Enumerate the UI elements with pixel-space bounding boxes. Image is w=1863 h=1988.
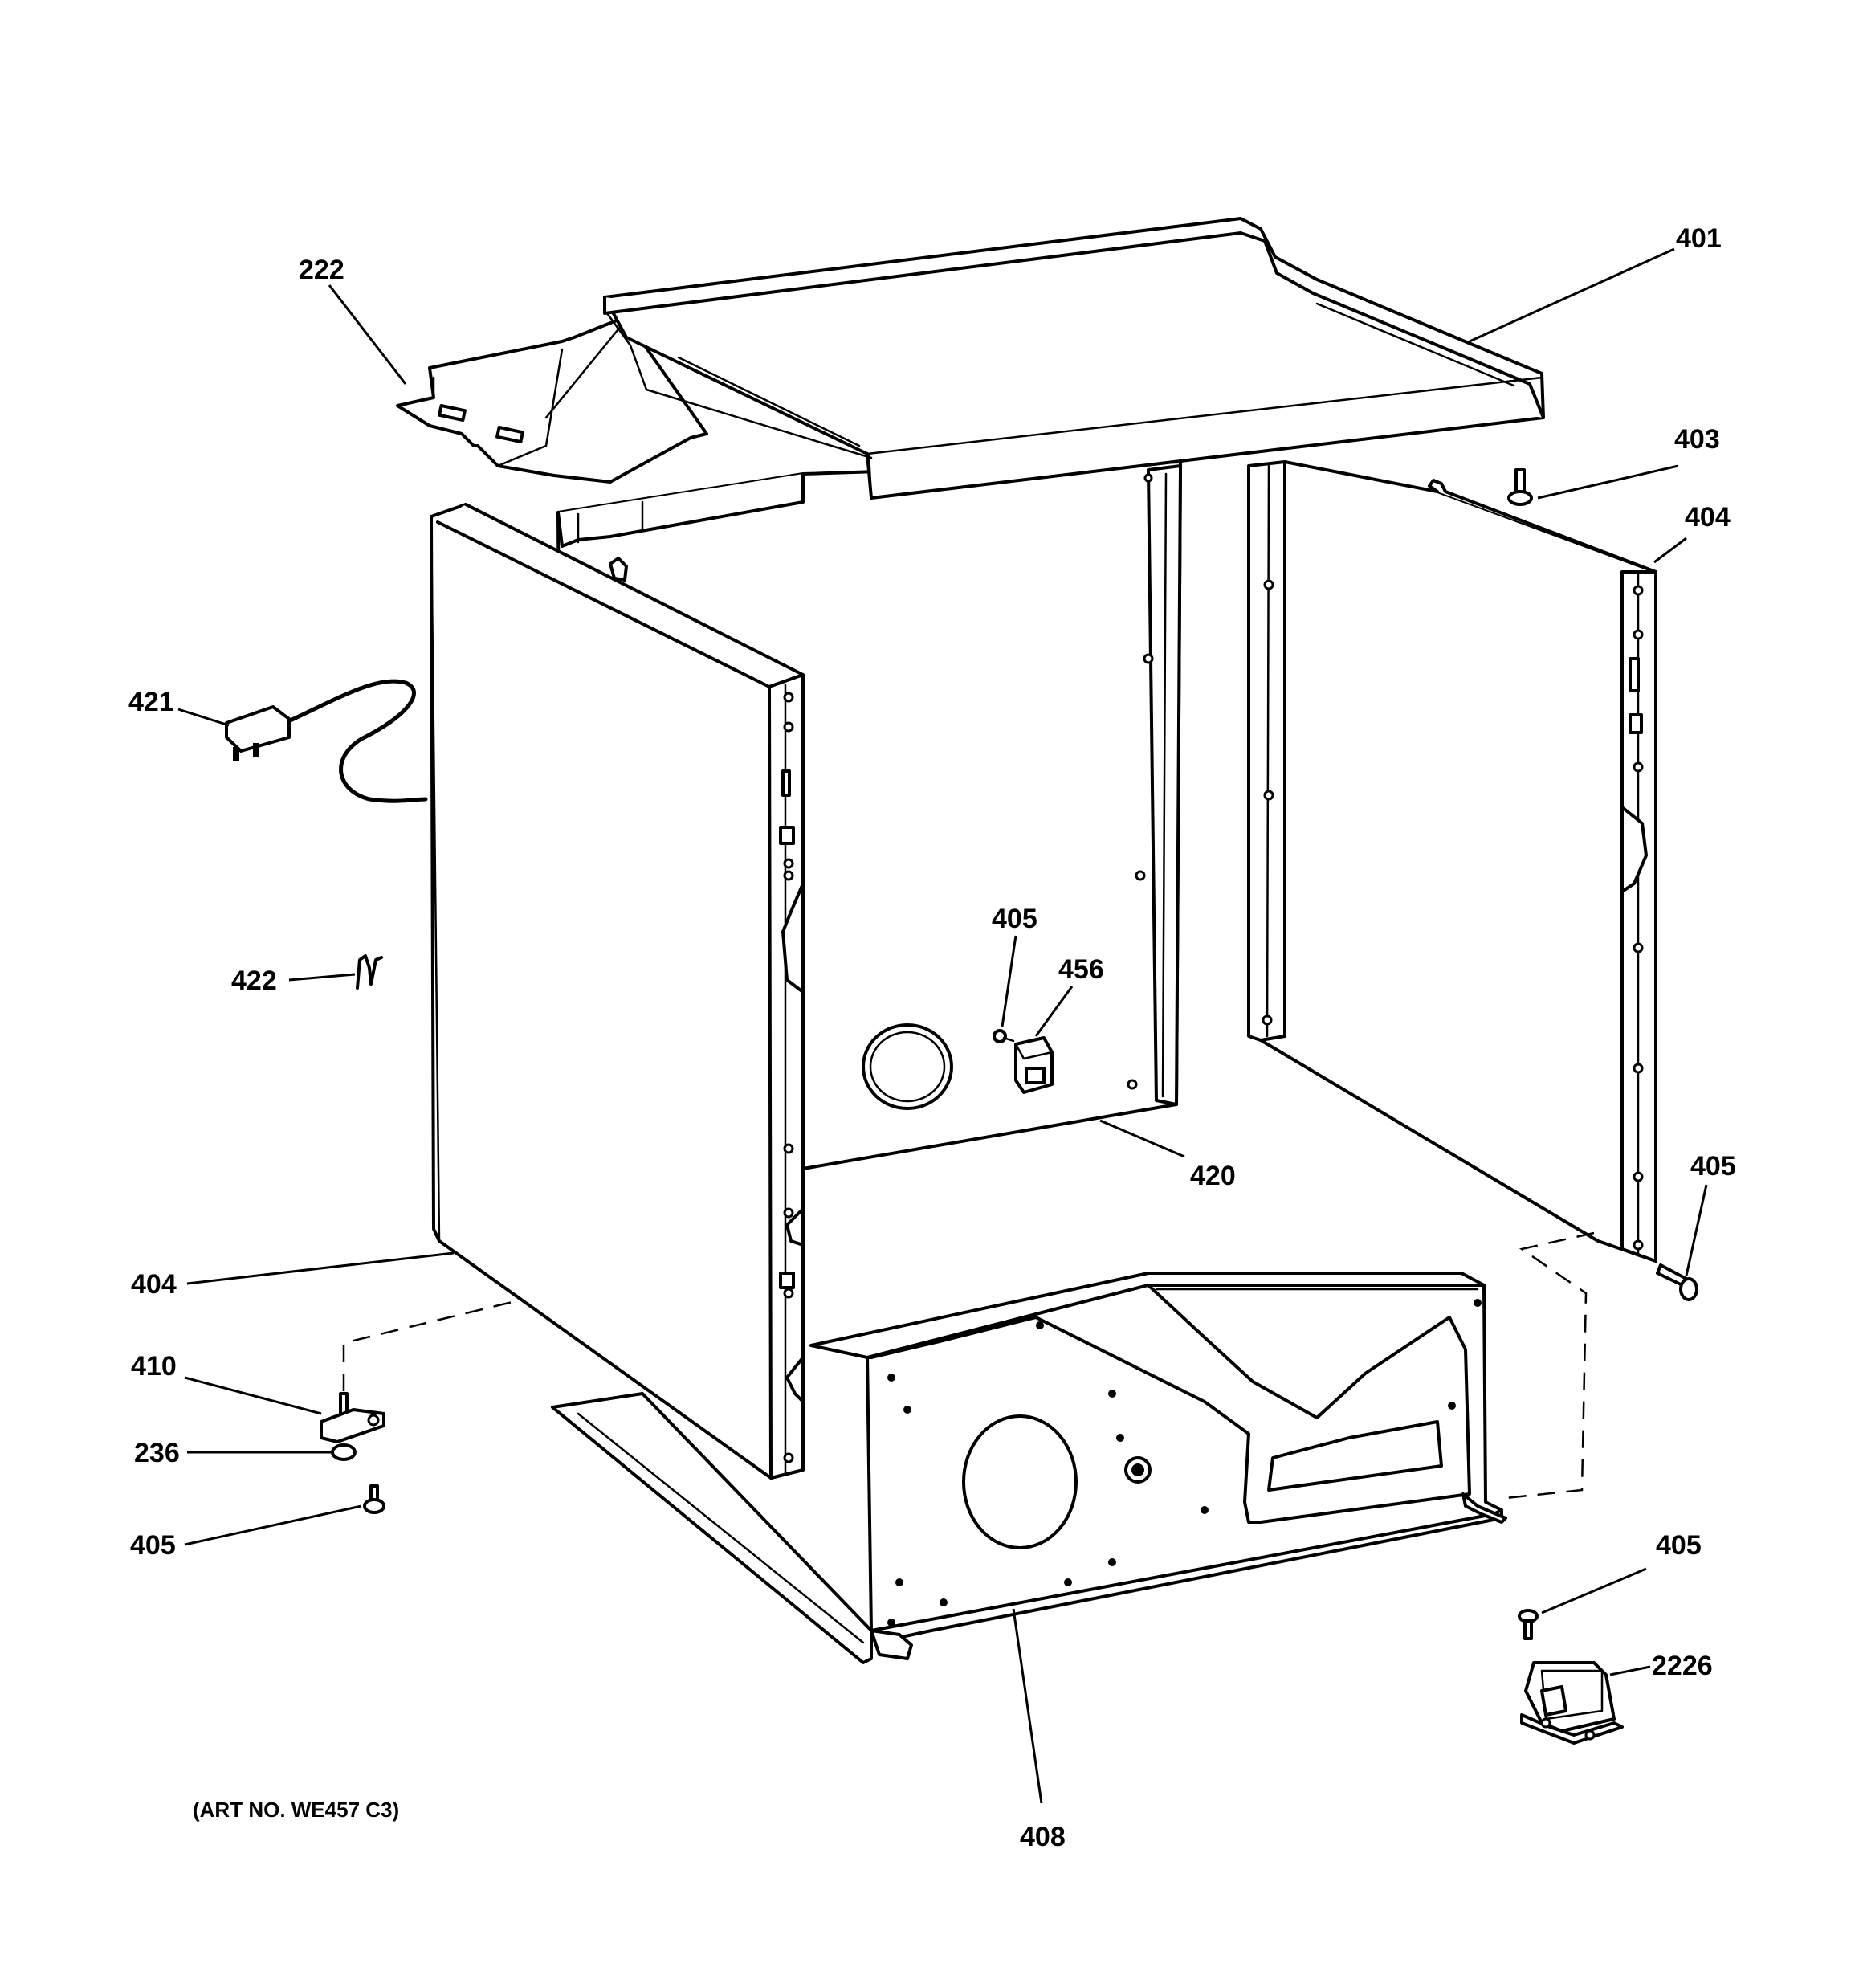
part-222-front-brace (396, 316, 708, 484)
callout-403: 403 (1674, 424, 1720, 455)
assembly-line-right (1505, 1231, 1595, 1500)
part-405-bottom-right-screw (1518, 1609, 1539, 1640)
leader-lines (177, 247, 1708, 1804)
part-236-leveling-foot (331, 1443, 357, 1461)
callout-405-bottom-right: 405 (1656, 1530, 1702, 1561)
part-403-screw (1507, 468, 1533, 506)
callout-222: 222 (299, 255, 344, 285)
callout-421: 421 (128, 687, 174, 717)
part-2226-thermal-fuse (1520, 1661, 1624, 1745)
callout-2226: 2226 (1652, 1651, 1713, 1681)
part-404-left-side-panel (430, 503, 805, 1480)
callout-456: 456 (1058, 954, 1104, 985)
part-404-right-side-panel (1247, 460, 1657, 1263)
part-405-right-screw (1656, 1263, 1698, 1301)
callout-408: 408 (1020, 1822, 1066, 1852)
callout-405-bottom-left: 405 (130, 1530, 176, 1561)
part-405-center-screw (993, 1029, 1015, 1043)
callout-420: 420 (1190, 1161, 1236, 1191)
callout-404-left: 404 (131, 1269, 177, 1300)
callout-405-right: 405 (1690, 1151, 1736, 1182)
callout-422: 422 (231, 965, 277, 996)
part-408-base (551, 1272, 1507, 1664)
assembly-line-left (342, 1298, 523, 1391)
part-405-bottom-left-screw (363, 1484, 385, 1514)
part-401-top-panel (603, 217, 1545, 500)
callout-410: 410 (131, 1351, 177, 1382)
callout-405-center: 405 (992, 904, 1037, 934)
callout-labels: 222 401 403 404 421 422 405 456 420 405 … (128, 223, 1736, 1852)
part-422-clip (356, 954, 383, 990)
art-number: (ART NO. WE457 C3) (193, 1798, 399, 1822)
callout-404-top: 404 (1685, 502, 1731, 533)
callout-401: 401 (1676, 223, 1722, 254)
callout-236: 236 (134, 1438, 180, 1468)
part-456-bracket (1014, 1036, 1054, 1094)
part-421-power-cord (225, 679, 428, 803)
part-410-leveling-leg (320, 1392, 385, 1443)
